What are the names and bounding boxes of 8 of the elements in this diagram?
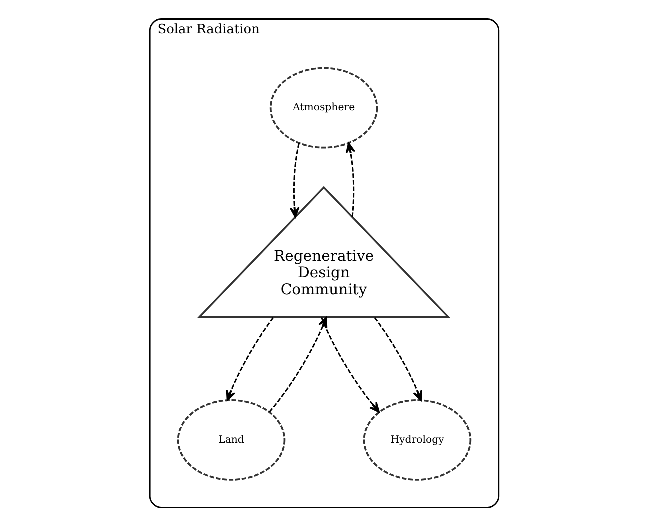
arrow xyxy=(374,317,422,402)
node-ellipse: Atmosphere xyxy=(269,67,378,149)
arrow xyxy=(345,142,356,218)
arrow xyxy=(226,317,274,402)
arrow xyxy=(268,317,328,413)
arrow xyxy=(320,318,380,413)
node-ellipse: Land xyxy=(176,400,286,481)
arrow xyxy=(289,143,300,218)
